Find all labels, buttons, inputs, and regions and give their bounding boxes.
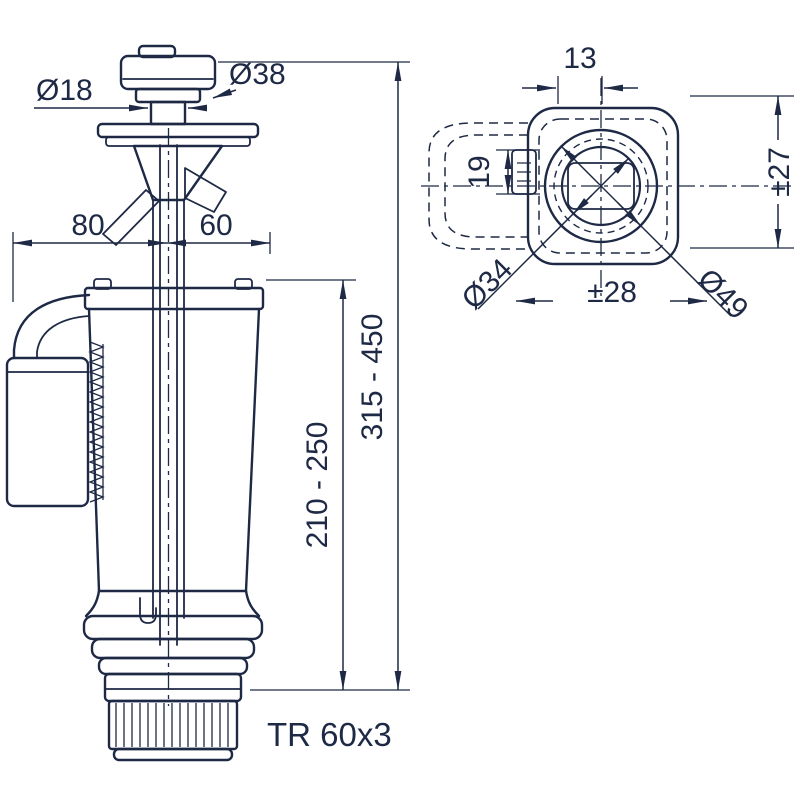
inner-diameter-circle bbox=[560, 145, 642, 227]
dia49-line bbox=[560, 145, 732, 317]
mounting-flange bbox=[96, 122, 260, 147]
label-dia18: Ø18 bbox=[36, 74, 93, 107]
top-view bbox=[421, 78, 793, 296]
push-button-cap bbox=[119, 44, 217, 126]
base-collar bbox=[103, 672, 243, 703]
valve-body bbox=[83, 278, 265, 593]
cap-body bbox=[119, 54, 217, 91]
cap-collar bbox=[134, 87, 202, 104]
label-pm28: ±28 bbox=[587, 276, 637, 309]
label-range-total: 315 - 450 bbox=[356, 314, 389, 441]
body-top-plate bbox=[83, 286, 265, 311]
base-assembly bbox=[82, 589, 264, 762]
actuator-lever-right bbox=[184, 167, 227, 213]
seal-bell-right bbox=[244, 589, 261, 618]
connector-detail bbox=[511, 149, 537, 195]
label-dia49: Ø49 bbox=[691, 263, 754, 326]
label-pm27: ±27 bbox=[763, 147, 796, 197]
seal-washer-small bbox=[97, 656, 249, 676]
label-dia38: Ø38 bbox=[229, 58, 286, 91]
actuator-lever-left bbox=[102, 189, 160, 246]
connector-marks bbox=[517, 162, 531, 182]
top-view-dimensions: 13 19 ±27 Ø34 Ø49 ±28 bbox=[456, 42, 796, 326]
lever-housing-hidden-inner bbox=[444, 134, 528, 238]
flange-plate-lower bbox=[105, 136, 251, 147]
dia34-line bbox=[477, 157, 630, 310]
button-rocker-outline bbox=[567, 162, 635, 210]
seal-washer-mid bbox=[90, 637, 256, 660]
outer-diameter-circle bbox=[543, 128, 659, 244]
float-chamber bbox=[5, 356, 90, 508]
label-dim80: 80 bbox=[71, 209, 104, 242]
thread-hatch bbox=[115, 703, 229, 747]
body-side-right bbox=[244, 307, 261, 593]
label-thread-spec: TR 60x3 bbox=[267, 716, 392, 753]
side-view bbox=[5, 44, 265, 762]
elbow-outer-curve bbox=[12, 293, 91, 360]
overflow-elbow bbox=[12, 293, 91, 360]
dia38-leader bbox=[212, 88, 237, 99]
lift-rod bbox=[152, 144, 185, 646]
label-dia34: Ø34 bbox=[456, 253, 519, 316]
middle-hidden-circle bbox=[553, 138, 649, 234]
flange-plate-upper bbox=[96, 122, 260, 139]
label-dim13: 13 bbox=[563, 42, 596, 75]
label-range-body: 210 - 250 bbox=[301, 422, 334, 549]
threaded-shank bbox=[107, 699, 239, 751]
cap-stem bbox=[149, 100, 187, 126]
bellows bbox=[88, 341, 105, 503]
seal-washer-large bbox=[82, 614, 264, 641]
chamber-box bbox=[5, 356, 90, 508]
hidden-contour bbox=[538, 118, 668, 254]
elbow-inner-curve bbox=[36, 315, 90, 359]
shank-bottom-lip bbox=[112, 747, 234, 762]
dia49-arrow2 bbox=[617, 202, 642, 227]
bellows-zigzag bbox=[88, 341, 105, 503]
dia34-arrow2 bbox=[572, 194, 593, 215]
side-view-dimensions: Ø18 Ø38 80 60 210 - 250 315 - 450 TR 60x… bbox=[12, 58, 410, 753]
top-view-body-outline bbox=[526, 106, 680, 266]
seal-bell-left bbox=[84, 589, 101, 618]
retainer-hook bbox=[139, 597, 157, 624]
label-dim60: 60 bbox=[199, 209, 232, 242]
label-dim19: 19 bbox=[463, 155, 496, 188]
